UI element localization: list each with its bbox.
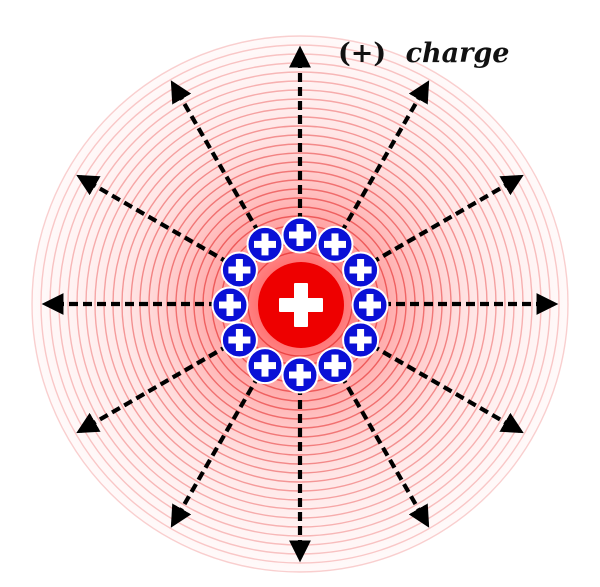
positive-charge (342, 251, 380, 289)
positive-charge (281, 216, 319, 254)
field-line-arrow (76, 343, 231, 434)
positive-charge (220, 251, 258, 289)
field-ring (193, 197, 407, 411)
field-line-arrow (339, 373, 430, 528)
field-line-arrow (76, 174, 231, 265)
plus-vertical (226, 294, 234, 316)
field-ring (67, 71, 533, 537)
plus-vertical (331, 233, 339, 256)
field-line-arrow (369, 343, 524, 434)
positive-charge (351, 286, 389, 324)
positive-charge (281, 356, 319, 394)
field-line-arrow (170, 373, 261, 528)
plus-vertical (235, 259, 243, 281)
plus-vertical (331, 354, 339, 377)
plus-vertical (296, 224, 304, 246)
positive-charge (316, 347, 354, 385)
central-plus-vertical (294, 283, 308, 327)
plus-vertical (296, 364, 304, 386)
field-ring (31, 35, 569, 573)
plus-vertical (235, 329, 243, 351)
plus-vertical (261, 354, 269, 377)
positive-charge (211, 286, 249, 324)
plus-vertical (366, 294, 374, 316)
field-line-arrow (339, 80, 430, 235)
positive-charge (342, 321, 380, 359)
positive-charge (316, 225, 354, 263)
field-ring (94, 98, 506, 510)
field-ring (40, 44, 560, 564)
field-line-arrow (170, 80, 261, 235)
positive-charge (220, 321, 258, 359)
positive-charge (246, 347, 284, 385)
field-ring (148, 152, 452, 456)
field-line-arrow (369, 174, 524, 265)
plus-vertical (357, 329, 365, 351)
positive-charge (246, 225, 284, 263)
plus-vertical (357, 259, 365, 281)
charge-label: (+) charge (338, 38, 509, 69)
central-charge (258, 262, 344, 348)
field-ring (121, 125, 479, 483)
plus-vertical (261, 233, 269, 256)
surrounding-charges (211, 216, 389, 394)
charge-word: charge (406, 38, 510, 69)
field-lines (41, 45, 559, 563)
charge-sign: (+) (338, 38, 386, 69)
